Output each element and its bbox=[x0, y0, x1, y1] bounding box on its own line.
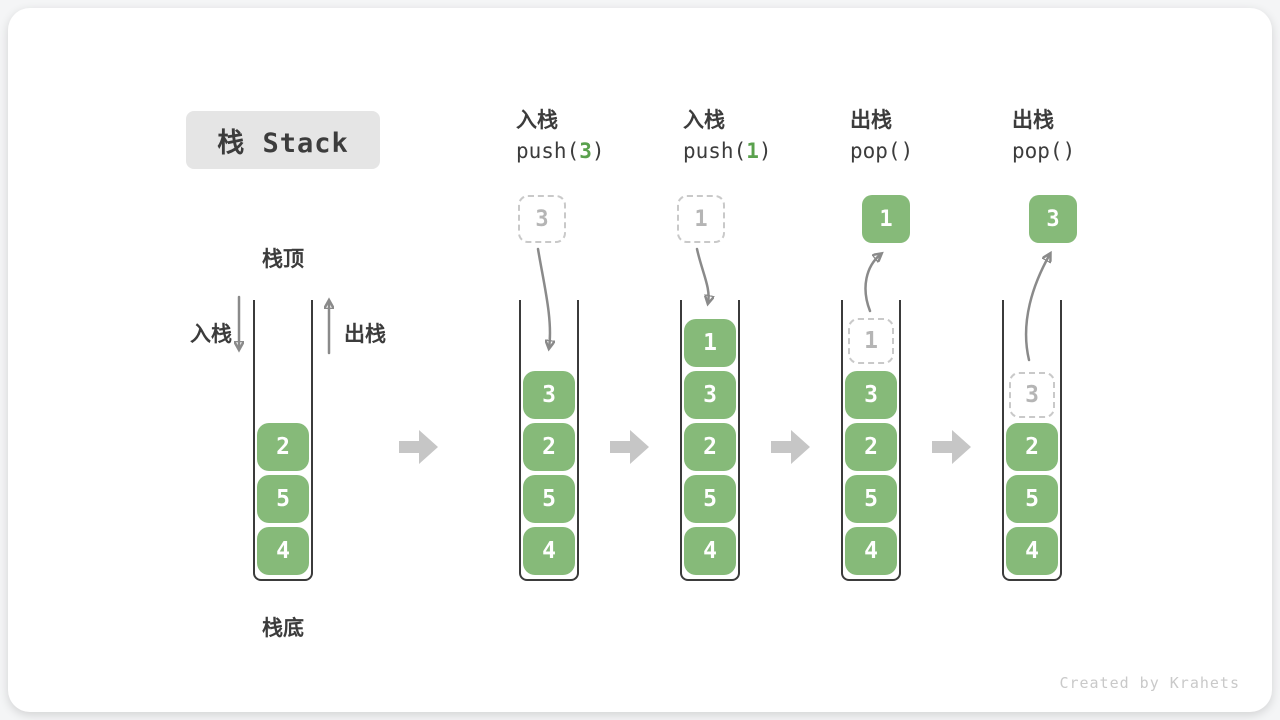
stack-item: 4 bbox=[257, 527, 309, 575]
step-1-header: 入栈 push(3) bbox=[516, 108, 666, 168]
code-pre: push( bbox=[683, 139, 747, 163]
stack-item: 4 bbox=[1006, 527, 1058, 575]
stack-item: 2 bbox=[523, 423, 575, 471]
stack-item: 2 bbox=[684, 423, 736, 471]
pop-direction-label: 出栈 bbox=[344, 323, 386, 346]
title-badge: 栈 Stack bbox=[186, 111, 380, 169]
stack-item: 4 bbox=[684, 527, 736, 575]
stack-item: 5 bbox=[845, 475, 897, 523]
stack-item: 1 bbox=[684, 319, 736, 367]
stack-item: 2 bbox=[257, 423, 309, 471]
element-value: 1 bbox=[879, 206, 893, 232]
popped-element-3: 3 bbox=[1029, 195, 1077, 243]
step-1-op-code: push(3) bbox=[516, 134, 666, 168]
stack-item: 3 bbox=[523, 371, 575, 419]
stack-item: 5 bbox=[684, 475, 736, 523]
step-1-op-label: 入栈 bbox=[516, 109, 558, 132]
code-arg: 1 bbox=[746, 139, 759, 163]
step-3-header: 出栈 pop() bbox=[850, 108, 1000, 168]
code-pre: push( bbox=[516, 139, 580, 163]
stack-item: 3 bbox=[845, 371, 897, 419]
code-post: ) bbox=[758, 139, 772, 163]
popped-element-1: 1 bbox=[862, 195, 910, 243]
stack-item: 5 bbox=[257, 475, 309, 523]
code-post: ) bbox=[900, 139, 914, 163]
code-pre: pop( bbox=[850, 139, 901, 163]
stack-item-removed: 1 bbox=[848, 318, 894, 364]
element-value: 1 bbox=[694, 206, 708, 232]
push-direction-label: 入栈 bbox=[190, 323, 232, 346]
element-value: 3 bbox=[535, 206, 549, 232]
stack-top-label: 栈顶 bbox=[262, 248, 304, 271]
stack-item: 4 bbox=[523, 527, 575, 575]
code-pre: pop( bbox=[1012, 139, 1063, 163]
step-3-op-label: 出栈 bbox=[850, 109, 892, 132]
stack-item: 2 bbox=[845, 423, 897, 471]
footer-credit: Created by Krahets bbox=[1059, 674, 1240, 692]
stack-after-pop-1: 1 3 2 5 4 bbox=[841, 300, 901, 581]
code-post: ) bbox=[1062, 139, 1076, 163]
stack-item-removed: 3 bbox=[1009, 372, 1055, 418]
step-4-op-label: 出栈 bbox=[1012, 109, 1054, 132]
step-3-op-code: pop() bbox=[850, 134, 1000, 168]
stack-item: 4 bbox=[845, 527, 897, 575]
step-4-header: 出栈 pop() bbox=[1012, 108, 1162, 168]
stack-after-push-3: 3 2 5 4 bbox=[519, 300, 579, 581]
title-text: 栈 Stack bbox=[217, 127, 349, 159]
stack-item: 5 bbox=[1006, 475, 1058, 523]
element-value: 3 bbox=[1046, 206, 1060, 232]
stack-item: 5 bbox=[523, 475, 575, 523]
stack-item: 2 bbox=[1006, 423, 1058, 471]
stack-item: 3 bbox=[684, 371, 736, 419]
code-post: ) bbox=[591, 139, 605, 163]
stack-bottom-label: 栈底 bbox=[262, 617, 304, 640]
step-2-op-label: 入栈 bbox=[683, 109, 725, 132]
incoming-element-1: 1 bbox=[677, 195, 725, 243]
step-2-op-code: push(1) bbox=[683, 134, 833, 168]
step-2-header: 入栈 push(1) bbox=[683, 108, 833, 168]
step-4-op-code: pop() bbox=[1012, 134, 1162, 168]
code-arg: 3 bbox=[579, 139, 592, 163]
incoming-element-3: 3 bbox=[518, 195, 566, 243]
stack-initial: 2 5 4 bbox=[253, 300, 313, 581]
stack-after-pop-3: 3 2 5 4 bbox=[1002, 300, 1062, 581]
stack-after-push-1: 1 3 2 5 4 bbox=[680, 300, 740, 581]
